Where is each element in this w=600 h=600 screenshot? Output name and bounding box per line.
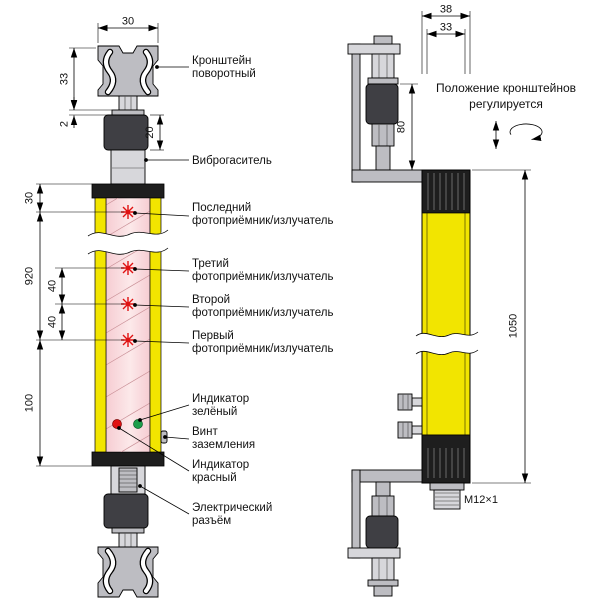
front-dimensions: 30 33 2 20 30 920 100 (24, 16, 164, 467)
label-third-line2: фотоприёмник/излучатель (192, 271, 334, 283)
body-profile-left (94, 197, 107, 453)
label-last-line2: фотоприёмник/излучатель (192, 215, 334, 227)
side-bracket-bottom (347, 469, 423, 597)
label-third-line1: Третий (192, 258, 229, 270)
side-ground-screws (397, 393, 423, 439)
break-symbol-front (82, 229, 174, 255)
side-damper-top (365, 83, 399, 125)
label-damper: Виброгаситель (192, 155, 272, 167)
label-red-line1: Индикатор (192, 459, 249, 471)
label-second-line2: фотоприёмник/излучатель (192, 307, 334, 319)
label-green-line1: Индикатор (192, 393, 249, 405)
dim-depth: 38 (440, 4, 452, 16)
label-first-line1: Первый (192, 330, 234, 342)
dim-bracket-offset: 80 (396, 121, 408, 133)
side-body-yellow (421, 212, 471, 436)
washer-bottom (111, 527, 145, 534)
bolt-head-bottom (118, 532, 138, 548)
label-last-line1: Последний (192, 202, 251, 214)
vibration-damper-bottom (103, 493, 149, 529)
note-line2: регулируется (469, 97, 543, 111)
label-connector-line2: разъём (192, 515, 231, 527)
dim-span: 920 (24, 267, 36, 285)
dim-bottom-offset: 100 (24, 394, 36, 412)
label-bracket-line2: поворотный (192, 68, 256, 80)
rotary-bracket-bottom (97, 527, 159, 598)
washer-top (111, 109, 145, 116)
side-view: 38 33 80 1050 M12×1 Положение кронштейно… (347, 4, 576, 597)
shaft-top (110, 149, 146, 185)
dim-damper-height: 20 (144, 126, 156, 138)
dim-pitch-b: 40 (47, 316, 59, 328)
dim-washer: 2 (59, 121, 71, 127)
break-symbol-side (410, 331, 484, 355)
sensor-body-front (91, 183, 165, 467)
vibration-damper-top (103, 114, 149, 151)
note-line1: Положение кронштейнов (436, 81, 576, 95)
cap-ribs-top (427, 173, 465, 210)
bolt-head-top (118, 95, 138, 111)
side-bracket-top (347, 35, 423, 183)
side-dimensions: 38 33 80 1050 M12×1 (396, 4, 531, 506)
cap-ribs-bottom (427, 448, 465, 478)
label-ground-line2: заземления (192, 439, 255, 451)
label-first-line2: фотоприёмник/излучатель (192, 343, 334, 355)
front-view: 30 33 2 20 30 920 100 (24, 16, 334, 598)
body-profile-right (149, 197, 162, 453)
dim-bracket-width: 30 (122, 16, 134, 28)
rotary-bracket-top (97, 45, 159, 116)
sensor-body-side (421, 169, 471, 484)
label-second-line1: Второй (192, 294, 230, 306)
label-bracket-line1: Кронштейн (192, 55, 251, 67)
dim-inner-width: 33 (440, 22, 452, 34)
side-damper-bottom (365, 515, 399, 549)
thread-spec: M12×1 (464, 494, 498, 506)
rotation-arrow-icon (509, 123, 543, 141)
electrical-connector (110, 465, 146, 495)
body-cap-top (91, 183, 165, 199)
dim-bracket-height: 33 (59, 73, 71, 85)
label-red-line2: красный (192, 472, 237, 484)
body-cap-bottom (91, 451, 165, 467)
front-labels: Кронштейн поворотный Виброгаситель После… (117, 55, 334, 527)
adjustment-note: Положение кронштейнов регулируется (436, 81, 576, 149)
dim-top-offset: 30 (24, 192, 36, 204)
label-connector-line1: Электрический (192, 502, 272, 514)
label-ground-line1: Винт (192, 426, 218, 438)
label-green-line2: зелёный (192, 406, 237, 418)
side-connector (429, 482, 465, 510)
dim-total-height: 1050 (508, 314, 520, 338)
dim-pitch-a: 40 (47, 280, 59, 292)
